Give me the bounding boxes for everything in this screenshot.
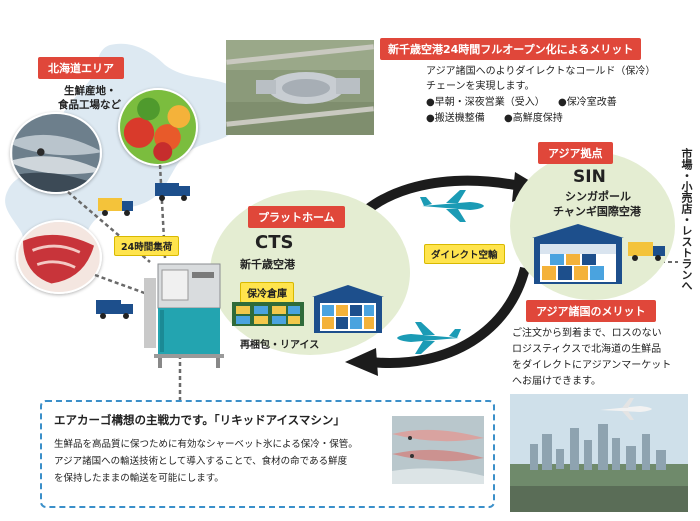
platform-tag: プラットホーム bbox=[248, 206, 345, 228]
warehouse-icon bbox=[312, 285, 384, 333]
airport-aerial-photo bbox=[226, 40, 374, 135]
aircargo-desc-3: を保持したままの輸送を可能にします。 bbox=[54, 473, 224, 484]
airport-merit-bullet-4: ●高鮮度保持 bbox=[504, 113, 563, 124]
asia-merit-desc-1: ご注文から到着まで、ロスのない bbox=[512, 328, 662, 339]
asia-hub-name-2: チャンギ国際空港 bbox=[553, 205, 641, 218]
source-label-2: 食品工場など bbox=[58, 99, 121, 111]
aircargo-desc-2: アジア諸国への輸送技術として導入することで、食材の命である鮮度 bbox=[54, 456, 348, 467]
airplane-icon bbox=[397, 322, 461, 354]
airport-merit-desc-2: チェーンを実現します。 bbox=[426, 81, 535, 92]
aircargo-desc-1: 生鮮品を高品質に保つために有効なシャーベット氷による保冷・保管。 bbox=[54, 439, 358, 450]
asia-merit-tag: アジア諸国のメリット bbox=[526, 300, 656, 322]
cargo-box-icon bbox=[232, 302, 304, 326]
vegetables-photo bbox=[118, 88, 198, 166]
truck-icon bbox=[155, 183, 190, 201]
market-destination-label: 市場・小売店・レストランへ bbox=[680, 148, 693, 291]
airport-merit-desc-1: アジア諸国へのよりダイレクトなコールド（保冷） bbox=[426, 66, 656, 77]
source-label-1: 生鮮産地・ bbox=[64, 85, 117, 97]
airport-merit-tag: 新千歳空港24時間フルオープン化によるメリット bbox=[380, 38, 642, 60]
asia-merit-desc-4: へお届けできます。 bbox=[512, 376, 601, 387]
singapore-skyline-photo bbox=[510, 394, 688, 512]
meat-photo bbox=[16, 220, 102, 294]
truck-icon bbox=[98, 198, 133, 216]
hokkaido-area-tag: 北海道エリア bbox=[38, 57, 124, 79]
airport-merit-bullet-1: ●早朝・深夜営業（受入） bbox=[426, 97, 545, 108]
fish-photo bbox=[10, 112, 102, 194]
asia-merit-desc-3: をダイレクトにアジアンマーケット bbox=[512, 360, 672, 371]
platform-code: CTS bbox=[255, 232, 294, 253]
airplane-icon bbox=[420, 190, 484, 222]
collection-badge: 24時間集荷 bbox=[114, 236, 180, 256]
airport-merit-bullet-2: ●保冷室改善 bbox=[558, 97, 617, 108]
platform-name: 新千歳空港 bbox=[240, 258, 295, 271]
airport-merit-bullet-3: ●搬送機整備 bbox=[426, 113, 485, 124]
warehouse-icon bbox=[532, 224, 624, 284]
truck-icon bbox=[628, 242, 665, 261]
asia-hub-tag: アジア拠点 bbox=[538, 142, 613, 164]
sherbet-ice-fish-photo bbox=[392, 416, 484, 484]
asia-hub-code: SIN bbox=[573, 167, 606, 187]
aircargo-title: エアカーゴ構想の主戦力です。「リキッドアイスマシン」 bbox=[54, 413, 345, 427]
repack-label: 再梱包・リアイス bbox=[240, 340, 320, 351]
truck-icon bbox=[96, 300, 133, 319]
liquid-ice-machine-icon bbox=[144, 263, 224, 368]
asia-hub-name-1: シンガポール bbox=[565, 190, 631, 203]
direct-flight-badge: ダイレクト空輸 bbox=[424, 244, 505, 264]
asia-merit-desc-2: ロジスティクスで北海道の生鮮品 bbox=[512, 344, 662, 355]
